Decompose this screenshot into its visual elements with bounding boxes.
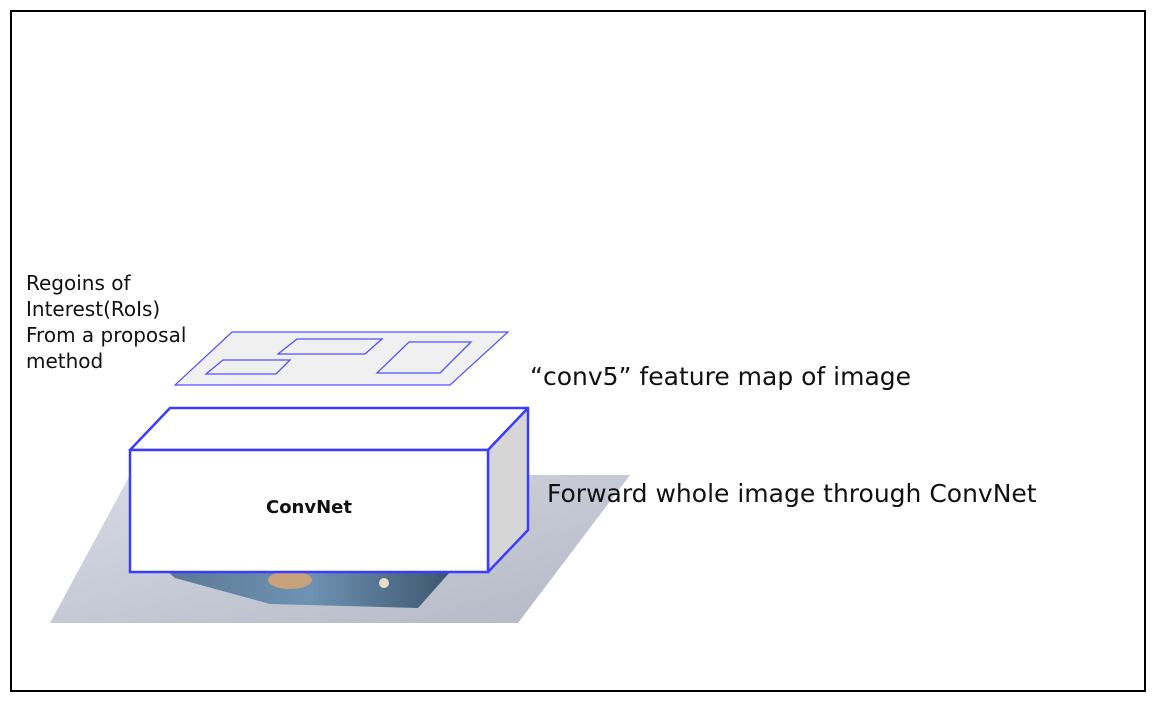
photo-object: [268, 571, 312, 589]
rois-label-line-1: Regoins of: [26, 270, 186, 296]
rois-label-line-2: Interest(RoIs): [26, 296, 186, 322]
rois-label-line-4: method: [26, 348, 186, 374]
conv5-label: “conv5” feature map of image: [530, 362, 911, 391]
photo-detail: [379, 578, 389, 588]
rois-label: Regoins of Interest(RoIs) From a proposa…: [26, 270, 186, 374]
convnet-label: ConvNet: [130, 497, 488, 518]
convnet-box-top: [130, 408, 528, 450]
rois-label-line-3: From a proposal: [26, 322, 186, 348]
feature-map-plane: [175, 332, 508, 385]
forward-label: Forward whole image through ConvNet: [547, 479, 1037, 508]
